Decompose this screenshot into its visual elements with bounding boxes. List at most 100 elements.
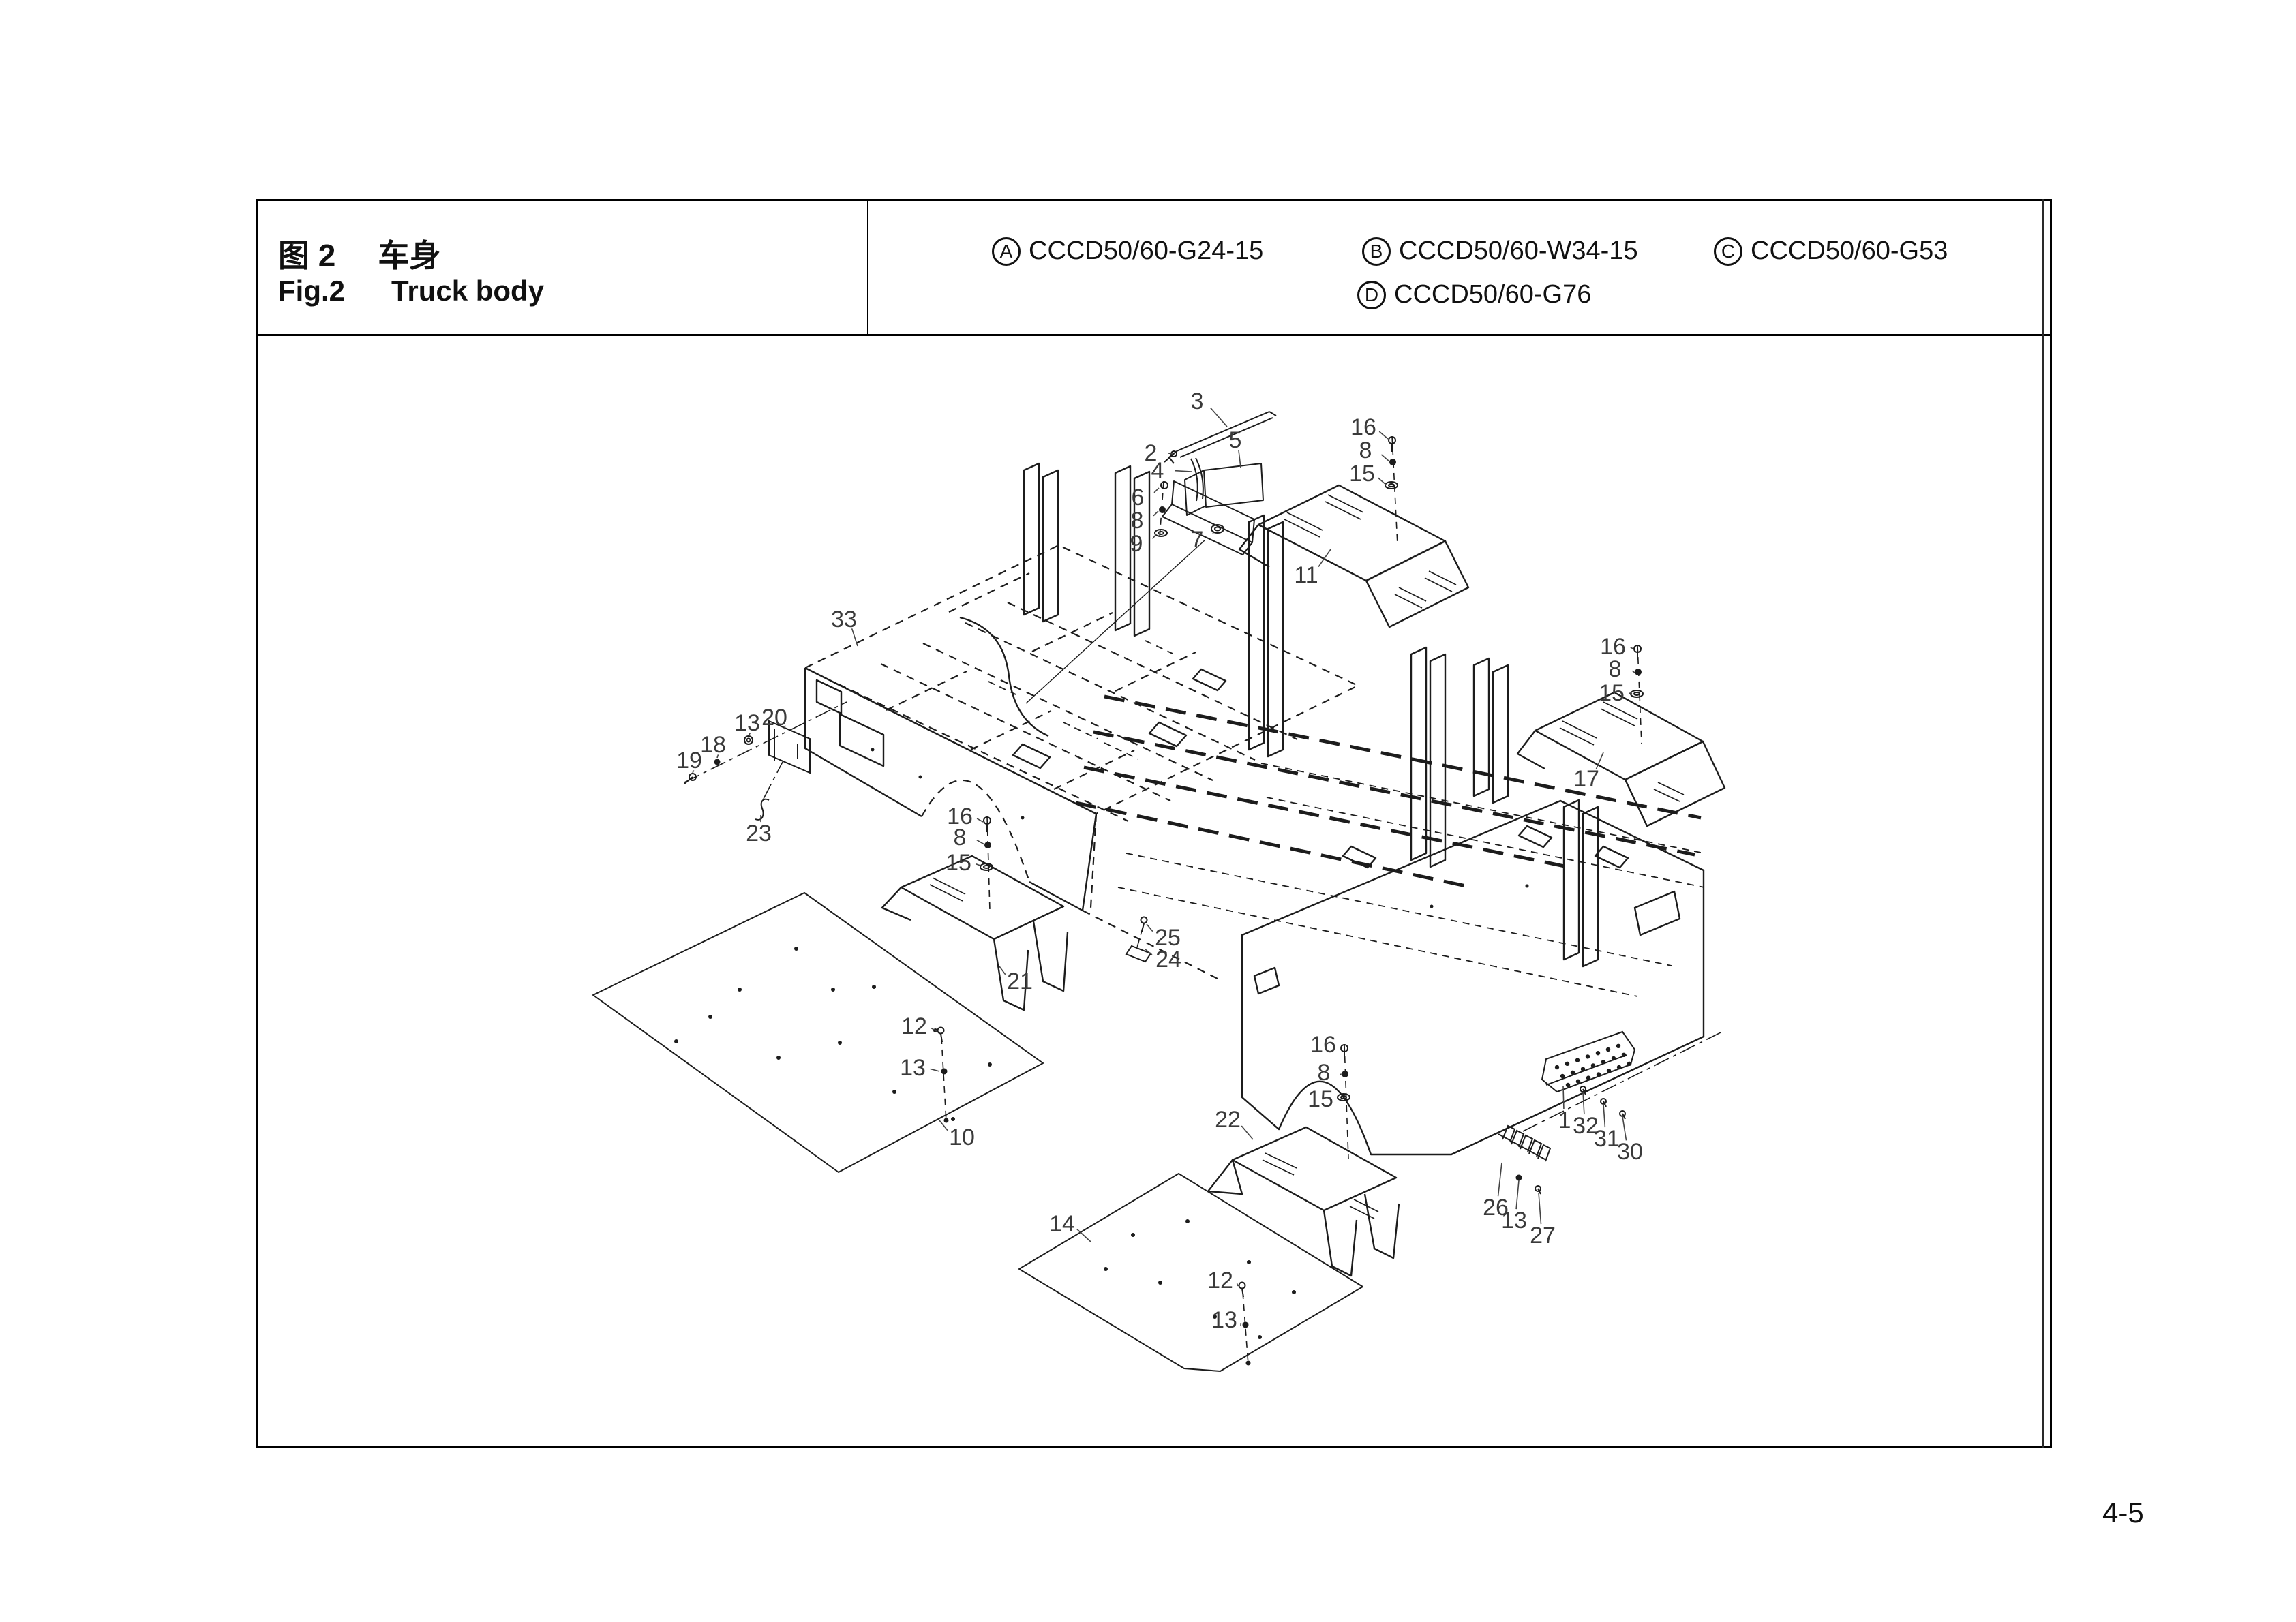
callout-leader: [1238, 450, 1241, 468]
callout-leader: [976, 839, 985, 845]
callout-leader: [749, 733, 751, 735]
callout-label: 26: [1483, 1195, 1509, 1221]
callout-label: 18: [700, 732, 726, 758]
callout-leader: [1562, 1086, 1565, 1110]
clip-23: [755, 798, 770, 821]
step-plate-hole: [1560, 1073, 1565, 1079]
step-plate-hole: [1586, 1075, 1591, 1080]
model-code-c: C CCCD50/60-G53: [1714, 236, 1948, 266]
plate-hole: [1292, 1290, 1296, 1294]
callout-label: 15: [946, 850, 971, 876]
model-code-c-text: CCCD50/60-G53: [1751, 236, 1948, 265]
callout-leader: [1076, 1229, 1091, 1242]
callout-label: 15: [1599, 680, 1625, 706]
plate-hole: [674, 1039, 678, 1043]
callout-leader: [1146, 923, 1153, 932]
chain-plate-14: [1238, 1281, 1251, 1366]
callout-leader: [1377, 477, 1387, 485]
nut-13: [1515, 1174, 1522, 1181]
callout-label: 1: [1558, 1107, 1571, 1133]
callout-label: 25: [1155, 925, 1181, 951]
screw-19: [689, 773, 697, 781]
callout-leader: [1630, 647, 1634, 649]
figure-name-en: Truck body: [391, 275, 545, 307]
plate-hole: [776, 1056, 781, 1060]
plate-hole: [951, 1117, 955, 1121]
callout-label: 31: [1594, 1126, 1620, 1152]
callout-label: 8: [1131, 508, 1144, 534]
rail-fasteners-25-24: [1125, 916, 1152, 963]
callout-label: 24: [1155, 947, 1181, 973]
screw-27: [1535, 1185, 1541, 1192]
plate-hole: [708, 1015, 712, 1019]
plate-hole: [988, 1062, 992, 1067]
callout-label: 5: [1229, 427, 1242, 453]
callout-leader: [783, 725, 786, 730]
bracket-assembly: [1025, 411, 1277, 704]
callout-label: 27: [1530, 1223, 1556, 1249]
callout-label: 33: [831, 607, 857, 632]
step-plate-hole: [1575, 1079, 1581, 1084]
callout-label: 13: [1211, 1307, 1237, 1333]
clip-24: [1125, 945, 1152, 963]
border-inner-line: [2042, 199, 2044, 1448]
callout-label: 30: [1617, 1139, 1643, 1165]
fender-22: [1207, 1126, 1400, 1277]
callout-leader: [1340, 1073, 1342, 1075]
model-code-b: B CCCD50/60-W34-15: [1362, 236, 1638, 266]
circled-letter-c: C: [1714, 236, 1742, 266]
step-plate-hole: [1575, 1058, 1580, 1062]
chain-fender-22: [1337, 1043, 1350, 1159]
callout-leader: [1210, 407, 1228, 427]
fender-11: [1238, 484, 1470, 628]
callout-label: 9: [1130, 531, 1143, 557]
callout-label: 12: [901, 1013, 927, 1039]
callout-leader: [1168, 453, 1173, 455]
model-code-d-text: CCCD50/60-G76: [1394, 280, 1592, 309]
model-code-d: D CCCD50/60-G76: [1357, 280, 1591, 309]
plate-hole: [892, 1090, 896, 1094]
plate-hole: [1185, 1219, 1190, 1223]
rear-body-hidden-lines: [803, 544, 1360, 981]
dome-nut-7: [1211, 524, 1224, 534]
plate-20: [768, 720, 811, 774]
callout-label: 3: [1191, 388, 1204, 414]
step-plate-hole: [1565, 1082, 1571, 1088]
callout-leader: [1145, 949, 1153, 955]
callout-leader: [851, 628, 858, 647]
step-plate-hole: [1596, 1072, 1601, 1077]
step-plate-hole: [1590, 1063, 1596, 1068]
frame-rails-thin: [988, 640, 1705, 997]
step-plate-hole: [1585, 1054, 1590, 1059]
callout-leader: [1631, 670, 1635, 673]
plate-hole: [1213, 1315, 1217, 1319]
frame-rails-heavy: [1075, 694, 1702, 889]
washer-9: [1154, 529, 1168, 537]
fender-17: [1516, 691, 1726, 827]
step-plate-hole: [1595, 1051, 1601, 1056]
callout-label: 21: [1007, 968, 1033, 994]
floor-plates: [592, 892, 1363, 1372]
step-bracket-26: [1498, 1124, 1552, 1162]
bracket-assembly-axes: [1159, 480, 1164, 539]
callout-label: 7: [1191, 527, 1204, 553]
callout-label: 8: [954, 825, 967, 851]
callout-label: 17: [1573, 766, 1599, 792]
chain-fender-21: [980, 816, 993, 911]
callout-label: 15: [1349, 461, 1375, 487]
floor-plate-14: [1018, 1173, 1363, 1372]
chain-plate-10: [937, 1026, 949, 1123]
plate-hole: [831, 988, 835, 992]
callout-leader: [716, 754, 719, 759]
callout-label: 20: [761, 705, 787, 731]
callout-leader: [1538, 1192, 1542, 1225]
callout-label: 10: [949, 1124, 975, 1150]
callout-leader: [1595, 752, 1604, 769]
callout-leader: [976, 863, 983, 867]
